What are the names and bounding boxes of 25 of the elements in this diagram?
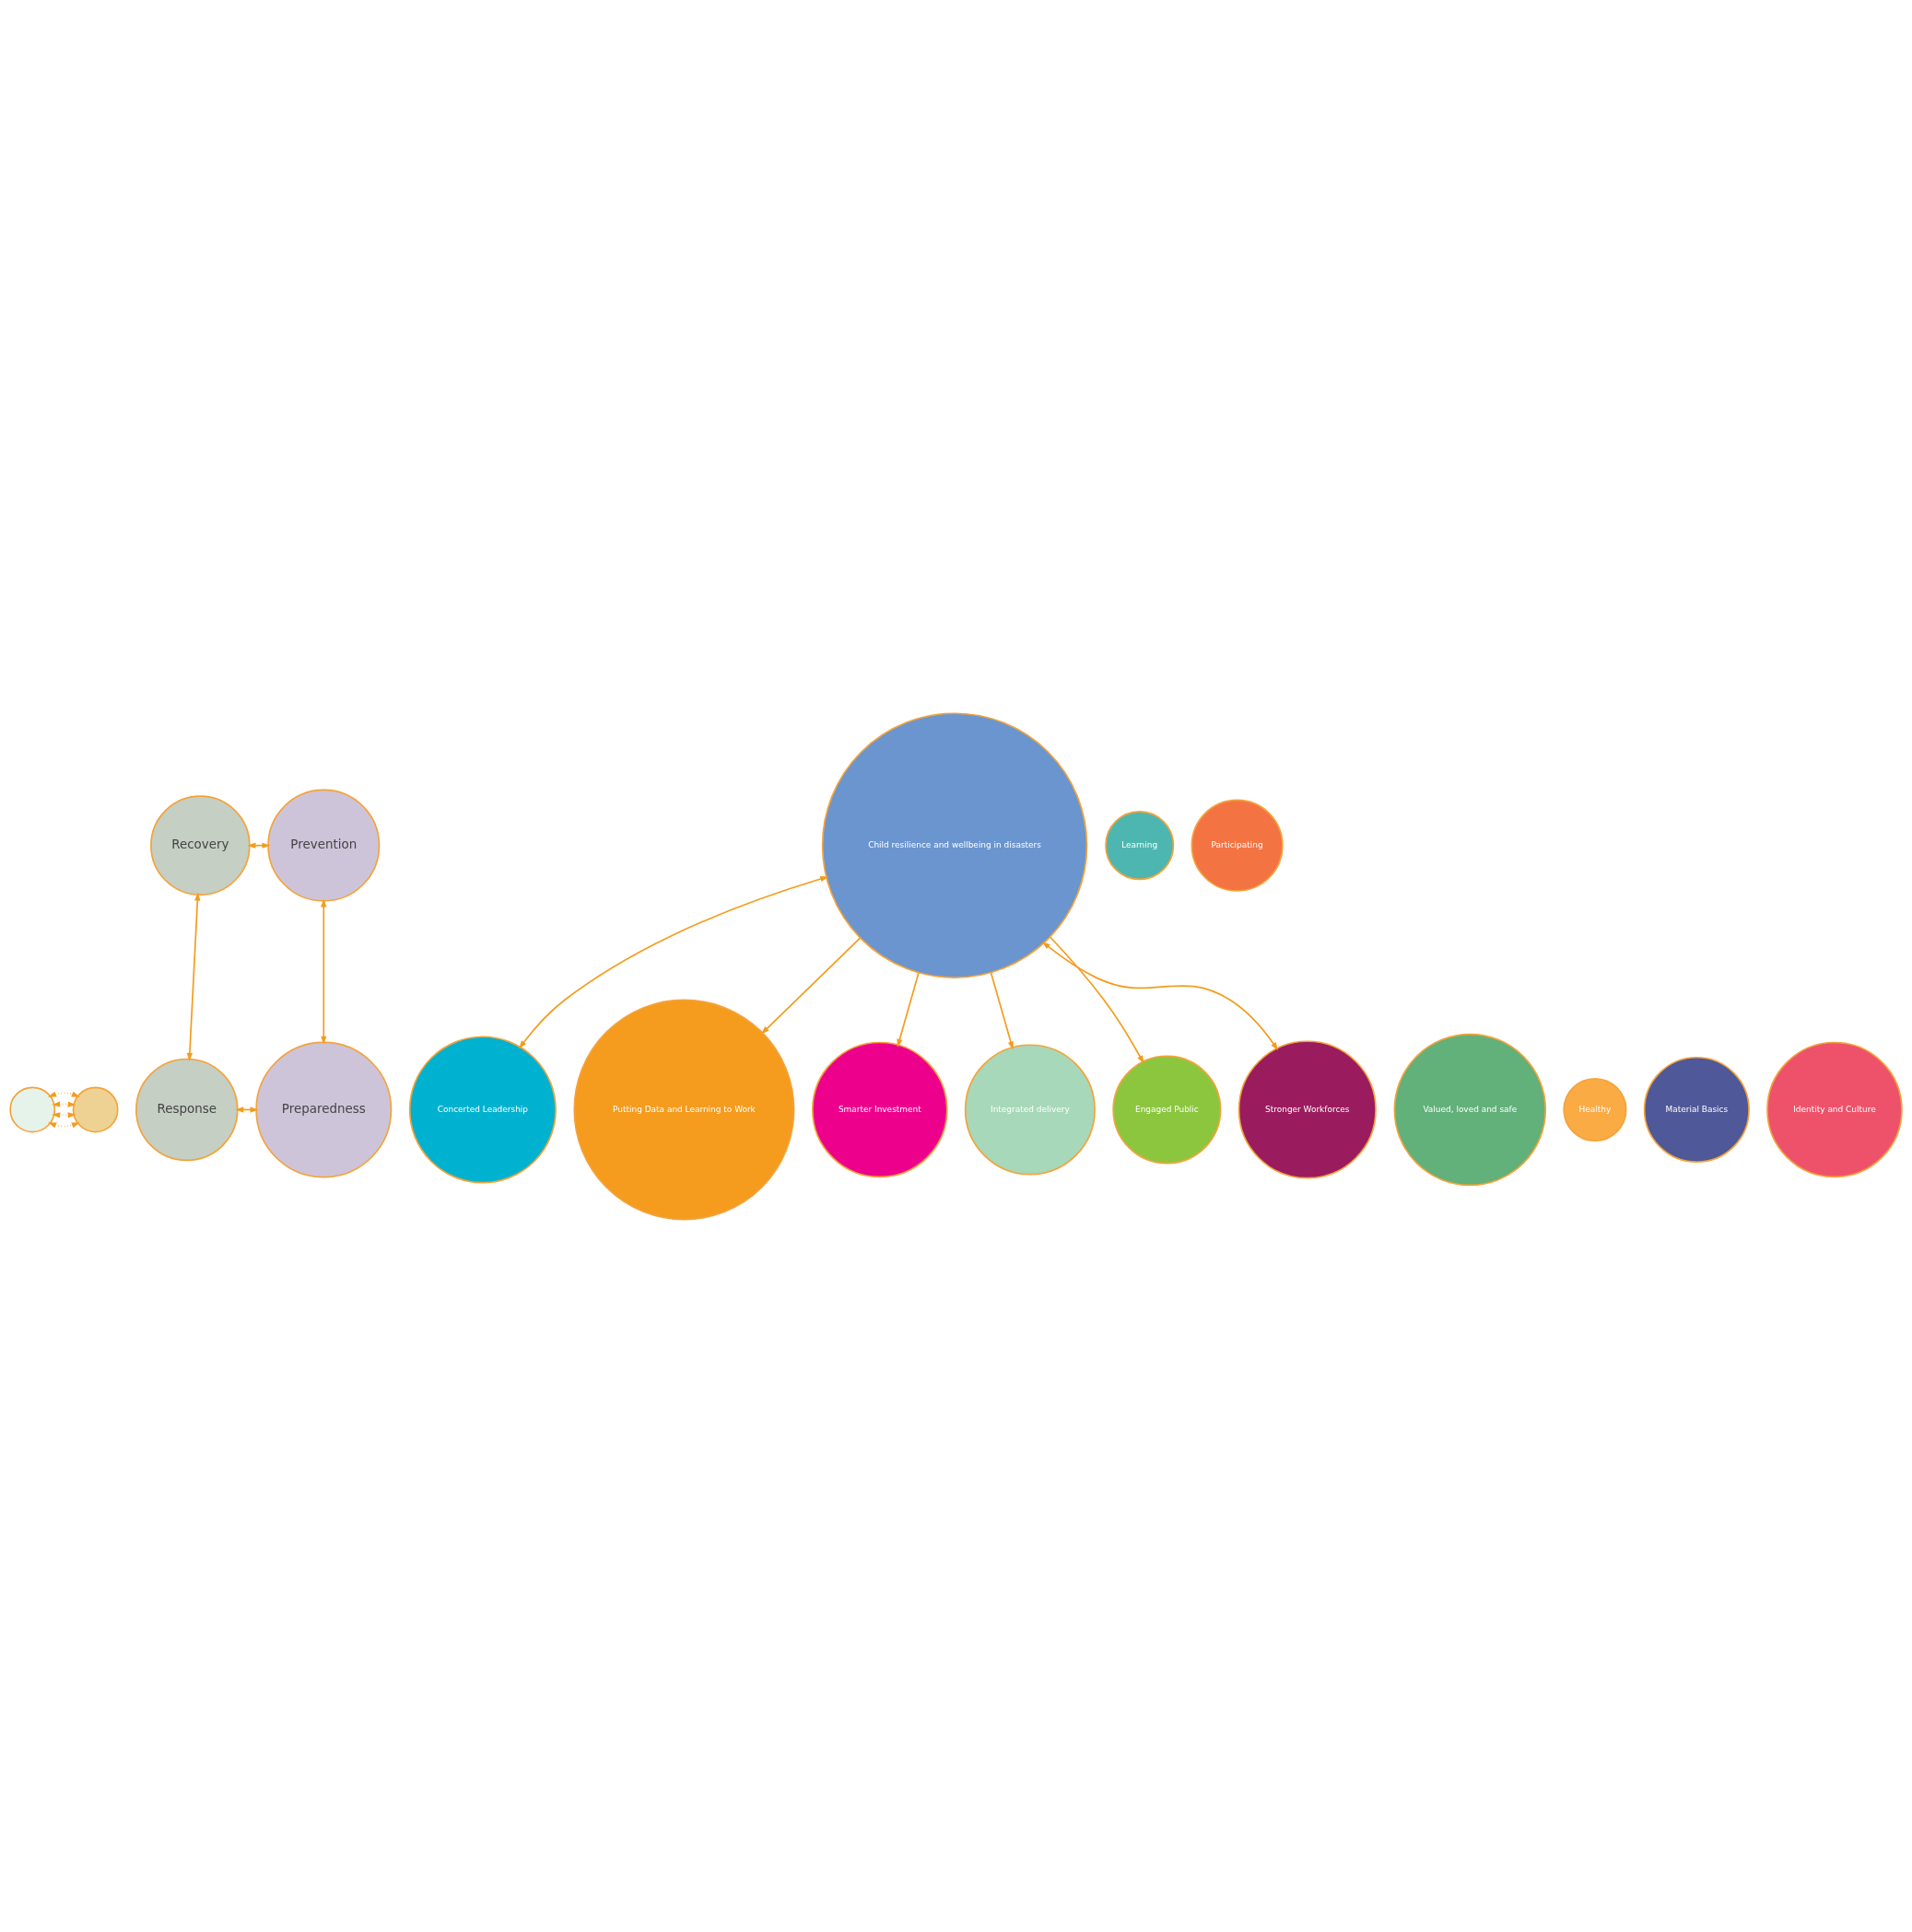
arrow <box>1049 935 1144 1064</box>
node-circle: Valued, loved and safe <box>1393 1033 1547 1186</box>
node-circle: Response <box>135 1058 239 1161</box>
arrow <box>321 897 327 1045</box>
node-circle: Concerted Leadership <box>408 1035 557 1184</box>
node-circle: Prevention <box>267 789 381 902</box>
arrow <box>1041 941 1279 1050</box>
arrow <box>990 971 1014 1049</box>
arrow <box>519 875 829 1048</box>
arrow <box>247 842 271 849</box>
node-circle: Putting Data and Learning to Work <box>573 998 795 1220</box>
arrow <box>186 892 201 1061</box>
node-circle: Material Basics <box>1643 1056 1750 1163</box>
node-circle: Recovery <box>150 794 251 896</box>
arrow <box>48 1091 80 1097</box>
arrow <box>897 971 920 1048</box>
node-circle: Preparedness <box>255 1040 393 1178</box>
arrow <box>48 1121 80 1128</box>
node-circle: Healthy <box>1563 1077 1627 1142</box>
arrow <box>761 936 862 1035</box>
node-circle: Integrated delivery <box>964 1043 1096 1176</box>
node-circle: Participating <box>1191 799 1284 892</box>
node-circle: Identity and Culture <box>1766 1041 1903 1177</box>
node-circle: Learning <box>1105 810 1175 880</box>
node-circle: Smarter Investment <box>812 1041 948 1177</box>
